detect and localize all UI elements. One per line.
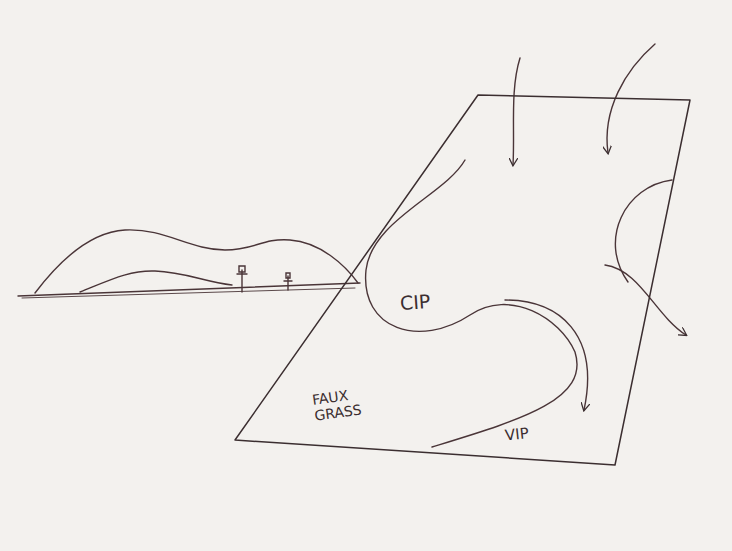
plane-outline (235, 95, 690, 467)
plane-outline (235, 95, 690, 465)
person-figure (237, 266, 247, 292)
area-label: VIP (504, 422, 556, 444)
flow-arrow (605, 265, 686, 335)
path-boundary (366, 160, 577, 447)
hill-outline (80, 271, 232, 292)
person-figure (284, 273, 292, 290)
hill-outline (35, 230, 358, 293)
flow-arrow (513, 58, 520, 165)
flow-arrow (505, 300, 588, 410)
area-label: FAUX GRASS (311, 382, 385, 424)
area-label: CIP (399, 289, 460, 315)
ground-line (22, 288, 355, 298)
ground-plane: CIP FAUX GRASS VIP (235, 95, 690, 467)
